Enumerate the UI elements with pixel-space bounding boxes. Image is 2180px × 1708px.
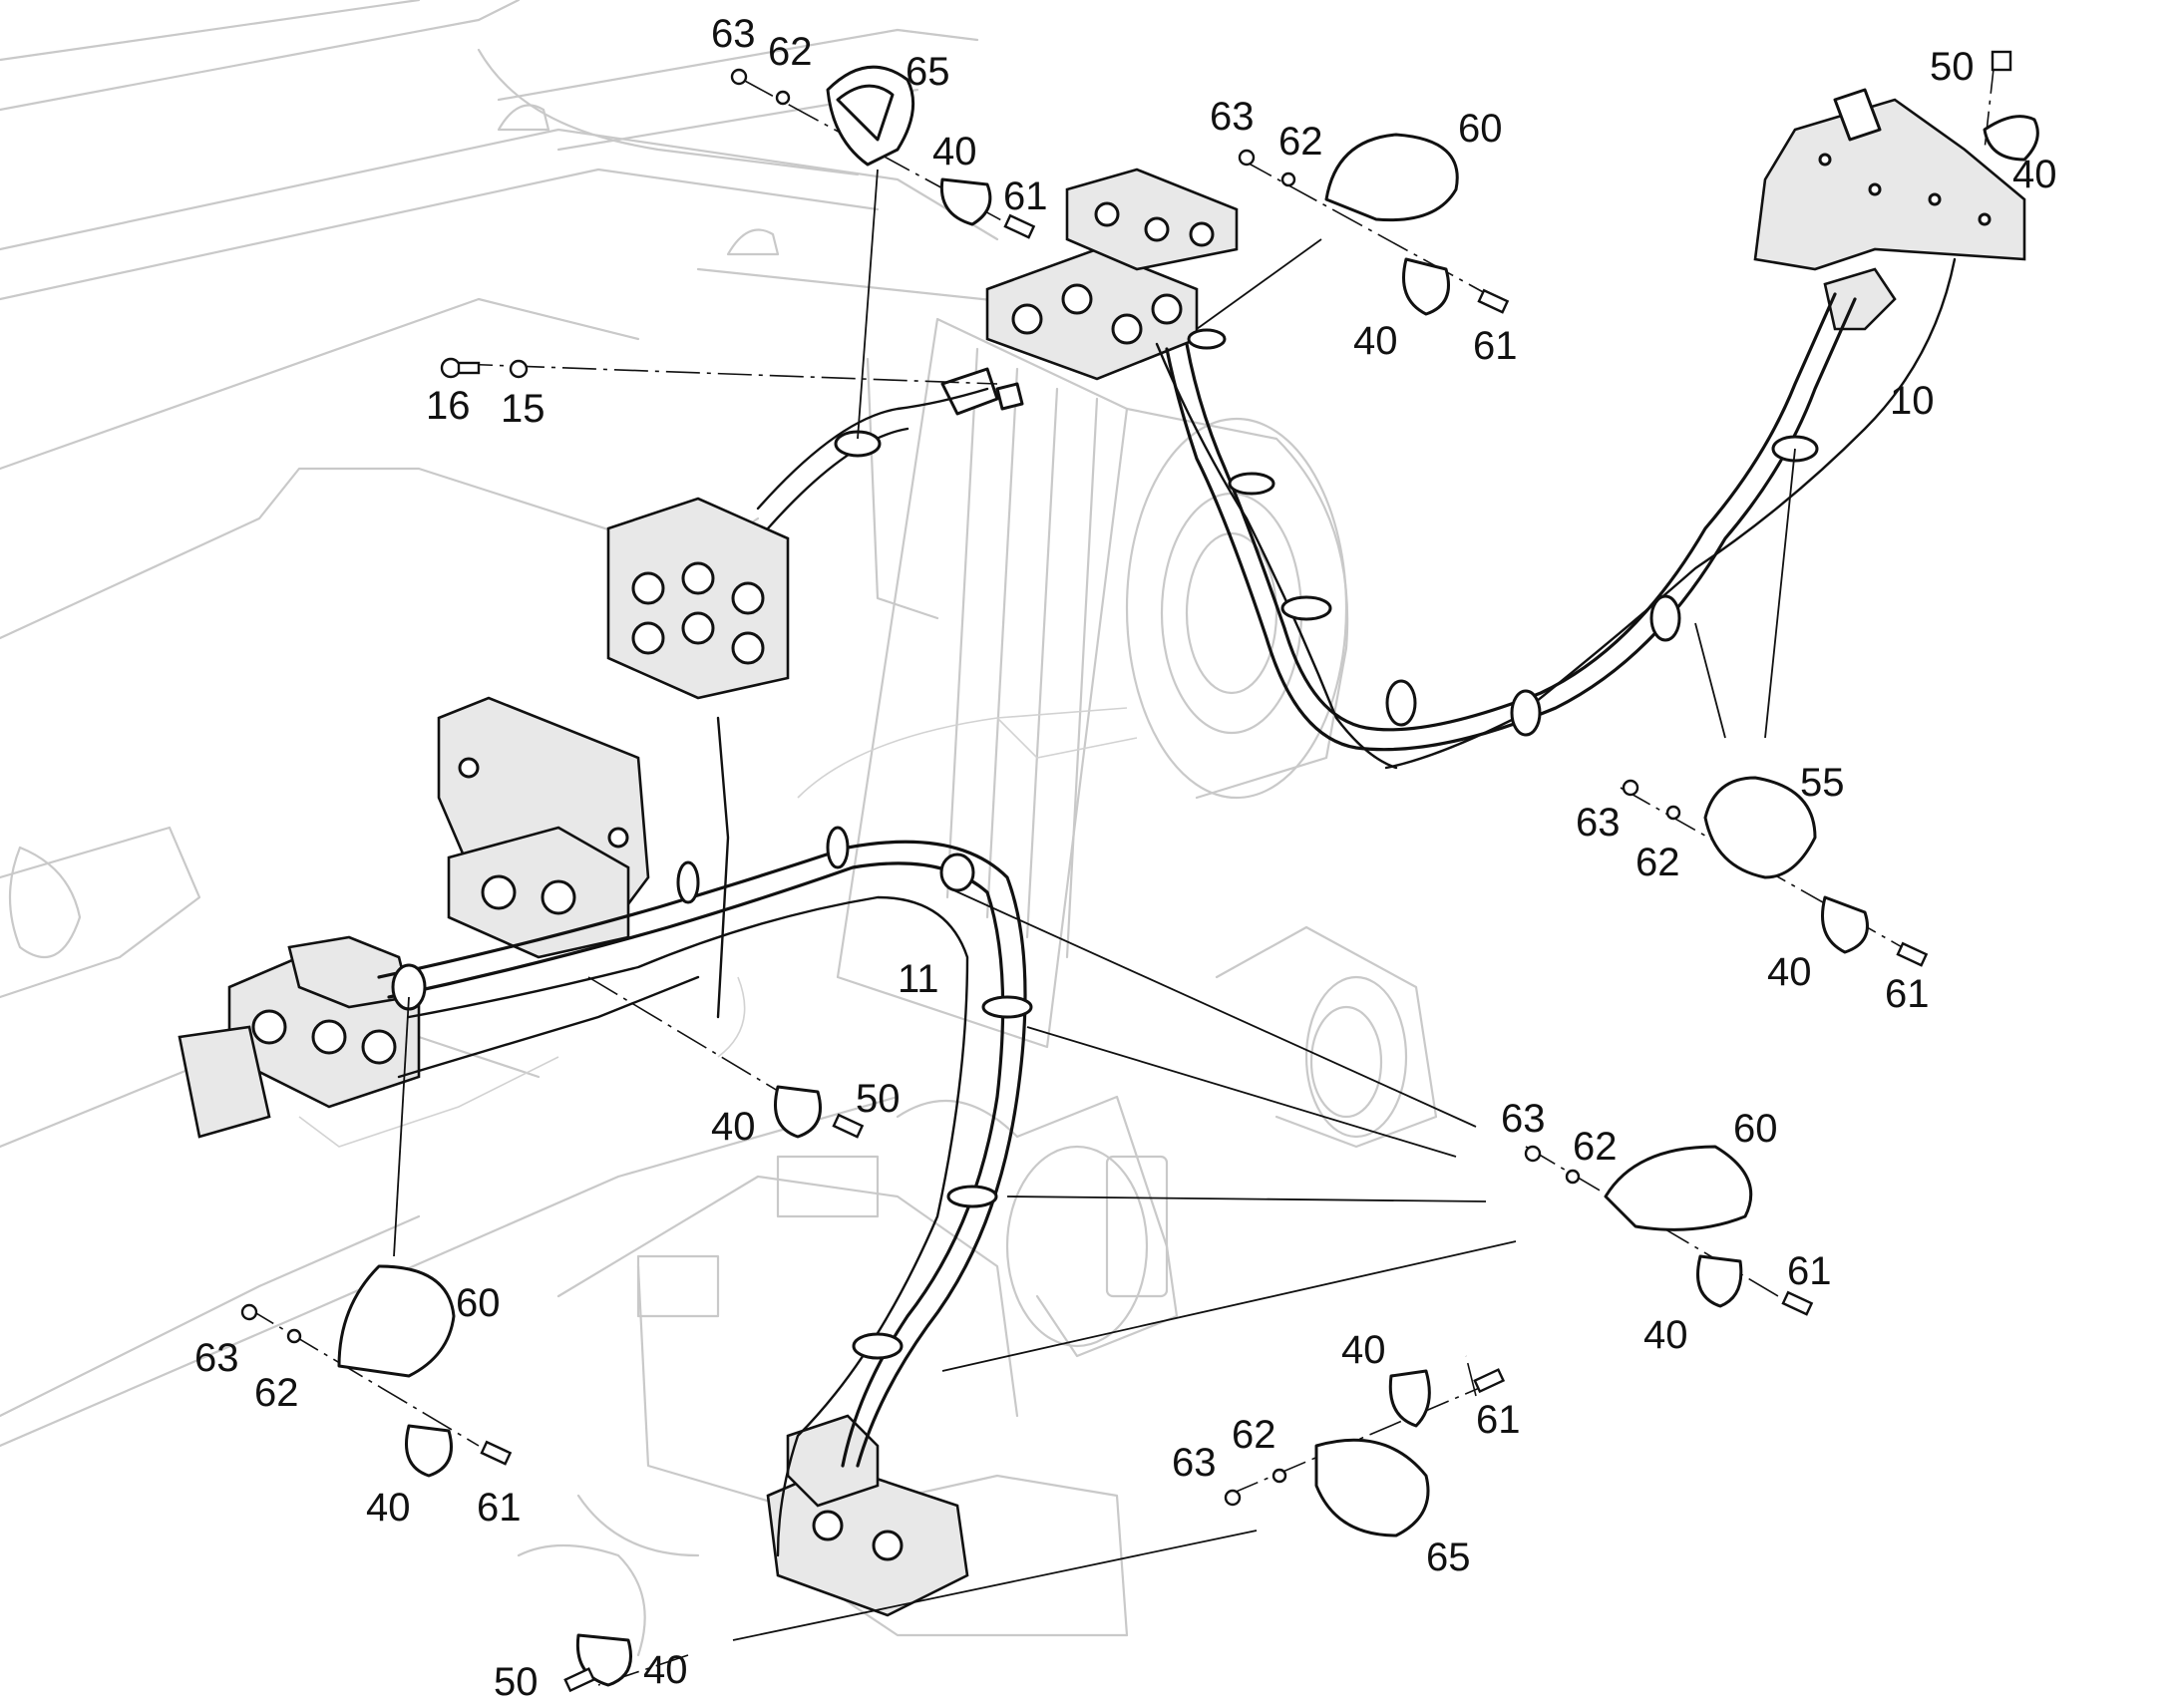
callout-15: 15 xyxy=(501,387,545,431)
callout-63: 63 xyxy=(1210,95,1255,139)
callout-62: 62 xyxy=(254,1371,299,1415)
bracket-top-right xyxy=(1753,88,2026,331)
clamp-block-left-upper xyxy=(606,497,790,700)
washer-icon xyxy=(775,90,791,106)
hardware-group-b xyxy=(1238,133,1510,316)
callout-62: 62 xyxy=(1232,1413,1276,1457)
callout-65: 65 xyxy=(906,50,950,94)
clamp-40-icon xyxy=(939,177,992,226)
callout-65: 65 xyxy=(1426,1536,1471,1579)
callout-40: 40 xyxy=(1353,319,1398,363)
connector-top-center xyxy=(940,367,1024,416)
callout-60: 60 xyxy=(456,1281,501,1325)
callout-62: 62 xyxy=(1573,1125,1618,1169)
hardware-group-h xyxy=(1224,1368,1506,1537)
callout-50: 50 xyxy=(1930,45,1975,89)
hardware-group-g xyxy=(240,1264,513,1478)
nut-icon xyxy=(730,68,748,86)
clamp-65-icon xyxy=(1314,1438,1430,1537)
callout-60: 60 xyxy=(1733,1107,1778,1151)
callout-63: 63 xyxy=(1576,801,1621,845)
leader-lines xyxy=(393,169,1796,1641)
callout-40: 40 xyxy=(366,1486,411,1530)
callout-50: 50 xyxy=(856,1077,901,1121)
hose-assembly-10 xyxy=(1155,257,1957,770)
callout-63: 63 xyxy=(1172,1441,1217,1485)
hardware-screw-16-15 xyxy=(440,357,529,379)
callout-11: 11 xyxy=(898,957,939,1001)
hardware-group-f xyxy=(1524,1145,1814,1316)
callout-55: 55 xyxy=(1800,761,1845,805)
clamp-block-top xyxy=(985,168,1239,381)
callout-63: 63 xyxy=(711,12,756,56)
bracket-bottom-center xyxy=(766,1414,969,1617)
hardware-group-e xyxy=(774,1085,865,1139)
callout-62: 62 xyxy=(1635,841,1680,884)
callout-40: 40 xyxy=(1341,1328,1386,1372)
clamp-60-icon xyxy=(337,1264,456,1378)
callout-60: 60 xyxy=(1458,107,1503,151)
callout-62: 62 xyxy=(1278,120,1323,164)
callout-61: 61 xyxy=(1003,174,1048,218)
callout-63: 63 xyxy=(194,1336,239,1380)
clamp-60-icon xyxy=(1324,133,1459,222)
callout-40: 40 xyxy=(932,130,977,173)
callout-40: 40 xyxy=(643,1648,688,1692)
hardware-group-a xyxy=(730,65,1036,239)
callout-10: 10 xyxy=(1890,379,1935,423)
callout-50: 50 xyxy=(494,1660,539,1704)
callout-40: 40 xyxy=(2012,153,2057,196)
clamp-55-icon xyxy=(1703,776,1817,879)
callout-63: 63 xyxy=(1501,1097,1546,1141)
callout-numbers: 63 62 65 40 61 63 62 60 40 61 50 40 16 1… xyxy=(194,12,2057,1704)
callout-61: 61 xyxy=(1476,1398,1521,1442)
hardware-group-c xyxy=(1983,50,2039,162)
hose-assembly-11 xyxy=(377,387,1027,1557)
hardware-group-d xyxy=(1622,776,1929,967)
callout-40: 40 xyxy=(1767,950,1812,994)
callout-61: 61 xyxy=(477,1486,522,1530)
bracket-plate-left xyxy=(437,696,650,959)
callout-61: 61 xyxy=(1885,972,1930,1016)
callout-40: 40 xyxy=(711,1105,756,1149)
callout-61: 61 xyxy=(1473,324,1518,368)
clamp-60-icon xyxy=(1604,1145,1753,1231)
callout-16: 16 xyxy=(426,384,471,428)
callout-61: 61 xyxy=(1787,1249,1832,1293)
callout-40: 40 xyxy=(1643,1313,1688,1357)
callout-62: 62 xyxy=(768,30,813,74)
hardware-group-i xyxy=(563,1633,632,1693)
machine-frame-background xyxy=(0,0,1438,1657)
clamp-block-left-lower xyxy=(178,935,421,1139)
